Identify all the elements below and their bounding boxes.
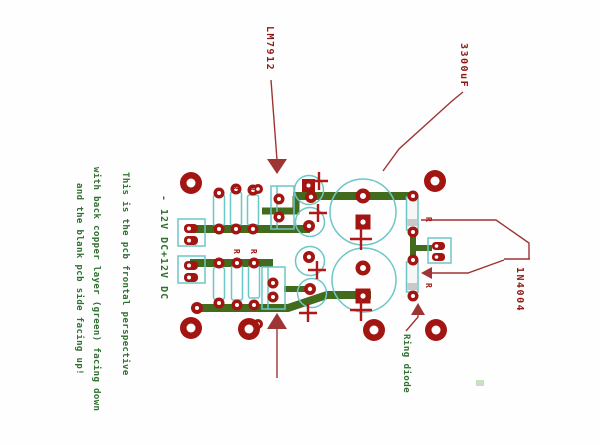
resistor-ref-label: R [232, 249, 241, 254]
plus-mark-icon [350, 228, 372, 250]
capacitor-label: 3300uF [458, 43, 469, 89]
annotation-lines [270, 79, 530, 378]
down-arrowhead-icon [267, 159, 287, 174]
plus-mark-icon [310, 172, 328, 190]
diode-leader-line-3 [424, 259, 505, 274]
up-small-arrowhead-icon [411, 303, 425, 315]
note-line-1: This is the pcb frontal perspective [120, 172, 130, 376]
up-arrowhead-icon [267, 313, 287, 329]
small-capacitor-outline [294, 245, 326, 277]
mounting-hole [238, 318, 260, 340]
plus-mark-icon [308, 261, 326, 279]
plus-mark-icon [350, 299, 372, 321]
terminal-block-2-outline [177, 255, 206, 284]
diode-leader-line-1 [421, 219, 530, 259]
left-arrowhead-icon [421, 267, 432, 279]
trace-bottom-rail [197, 291, 371, 312]
mounting-holes [180, 170, 447, 341]
cap-leader-line [382, 91, 464, 172]
diode-2-band [407, 283, 417, 290]
plus-mark-icon [309, 204, 327, 222]
resistor-outline [247, 265, 261, 299]
resistor-ref-label: R [249, 249, 258, 254]
rail-positive-label: +12V DC [158, 251, 169, 301]
regulator-1-outline [270, 185, 295, 230]
resistor-outline [212, 266, 226, 301]
small-capacitor-outline [294, 206, 326, 238]
mounting-hole [424, 170, 446, 192]
stray-mark [476, 380, 484, 386]
lm7912-leader-line [270, 79, 278, 161]
mounting-hole [363, 319, 385, 341]
resistor-outline [212, 193, 226, 227]
resistor-ref-label: R [231, 185, 240, 190]
pad [432, 253, 445, 261]
ring-diode-label: Ring diode [401, 334, 411, 394]
jack-connector-outline [427, 237, 452, 264]
resistor-ref-label: R [424, 217, 433, 222]
small-capacitor-outline [293, 174, 325, 206]
small-capacitor-outline [296, 277, 328, 309]
polarity-marks [299, 172, 372, 322]
pad-drill-holes [187, 183, 439, 326]
terminal-block-1-outline [177, 218, 206, 247]
plus-mark-icon [299, 304, 317, 322]
resistor-outline [230, 265, 244, 301]
resistor-ref-label: R [424, 283, 433, 288]
diode-1-band [407, 219, 417, 226]
reference-designators: R R R R R R [231, 185, 433, 288]
resistor-outline [229, 191, 243, 226]
annotation-arrowheads [267, 159, 432, 329]
rail-negative-label: - 12V DC [158, 195, 169, 252]
mounting-hole [180, 317, 202, 339]
note-line-2: with back copper layer (green) facing do… [91, 167, 101, 412]
mounting-hole [425, 319, 447, 341]
diode-label: 1N4004 [514, 267, 525, 313]
regulator-label: LM7912 [264, 26, 275, 72]
mounting-hole [180, 172, 202, 194]
big-capacitor-2-outline [331, 247, 397, 313]
pad [432, 242, 445, 250]
regulator-2-outline [261, 266, 286, 310]
resistor-ref-label: R [248, 186, 257, 191]
note-line-3: and the blank pcb side facing up! [74, 183, 84, 376]
resistor-outline [246, 194, 260, 226]
trace-upper-branch [262, 196, 300, 215]
big-capacitor-1-outline [329, 178, 397, 246]
